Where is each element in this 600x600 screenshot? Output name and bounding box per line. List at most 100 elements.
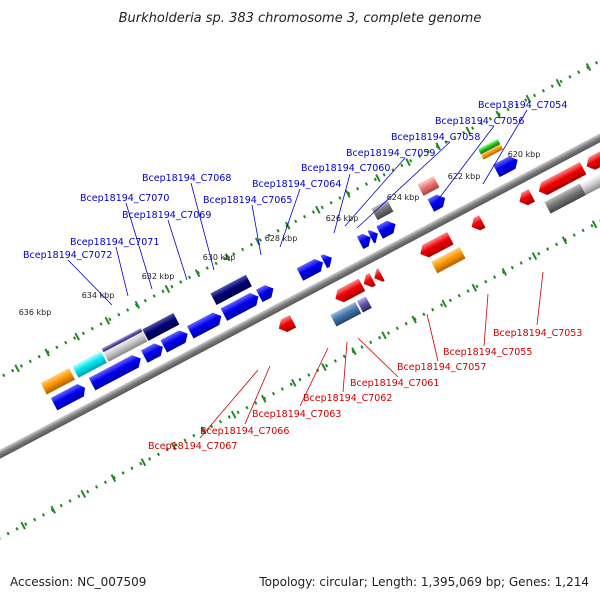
gene-arrow[interactable] [332, 278, 366, 305]
gene-arrow[interactable] [417, 231, 454, 260]
gene-box-top [101, 328, 143, 353]
gene-arrow[interactable] [367, 227, 381, 244]
gene-arrow[interactable] [50, 382, 88, 411]
ruler-tick [140, 458, 147, 467]
gene-arrow[interactable] [493, 154, 521, 178]
gene-box[interactable] [431, 246, 466, 274]
ruler-tick [291, 378, 297, 387]
gene-arrow[interactable] [256, 282, 277, 303]
gene-arrow[interactable] [296, 256, 327, 281]
gene-box[interactable] [371, 200, 394, 221]
gene-arrow[interactable] [427, 192, 449, 212]
gene-label[interactable]: Bcep18194_C7062 [303, 393, 392, 404]
ruler-tick [555, 78, 562, 87]
gene-label[interactable]: Bcep18194_C7071 [70, 237, 159, 248]
gene-box[interactable] [579, 169, 600, 196]
gene-label[interactable]: Bcep18194_C7068 [142, 173, 231, 184]
gene-label[interactable]: Bcep18194_C7059 [346, 148, 435, 159]
gene-arrow[interactable] [276, 315, 297, 335]
gene-box[interactable] [142, 313, 180, 341]
gene-box[interactable] [330, 301, 362, 327]
accession-text: Accession: NC_007509 [10, 575, 146, 589]
ruler-tick [134, 300, 141, 309]
genome-backbone [0, 77, 600, 505]
gene-arrow[interactable] [320, 252, 335, 269]
gene-label[interactable]: Bcep18194_C7056 [435, 116, 524, 127]
gene-box[interactable] [356, 296, 372, 313]
ruler-tick [591, 220, 598, 229]
gene-label[interactable]: Bcep18194_C7055 [443, 347, 532, 358]
gene-box[interactable] [544, 183, 586, 214]
gene-label[interactable]: Bcep18194_C7061 [350, 378, 439, 389]
forward-genes [40, 138, 521, 411]
ruler-tick [14, 364, 20, 373]
gene-box[interactable] [480, 144, 504, 160]
ruler-tick [471, 283, 478, 292]
gene-label[interactable]: Bcep18194_C7070 [80, 193, 169, 204]
gene-arrow[interactable] [160, 328, 190, 353]
gene-label[interactable]: Bcep18194_C7060 [301, 163, 390, 174]
ruler-label: 620 kbp [508, 150, 541, 159]
gene-label[interactable]: Bcep18194_C7057 [397, 362, 486, 373]
ruler-tick [441, 299, 447, 308]
forward-gene-labels: Bcep18194_C7054 Bcep18194_C7056 Bcep1819… [23, 100, 567, 306]
ruler-tick [531, 252, 538, 261]
gene-box[interactable] [102, 329, 148, 362]
gene-label[interactable]: Bcep18194_C7064 [252, 179, 341, 190]
ruler-label: 628 kbp [265, 234, 298, 243]
ruler-tick [495, 110, 502, 119]
ruler-tick [501, 267, 508, 276]
ruler-tick [230, 410, 237, 419]
gene-box[interactable] [477, 138, 501, 155]
lower-ruler-dots [0, 145, 600, 559]
gene-arrow[interactable] [88, 352, 144, 391]
ruler-label: 636 kbp [19, 308, 52, 317]
gene-arrow[interactable] [371, 268, 385, 284]
ruler-tick [525, 94, 532, 103]
gene-arrow[interactable] [356, 231, 374, 250]
gene-arrow[interactable] [220, 290, 262, 321]
gene-arrow[interactable] [376, 218, 398, 239]
ruler-tick [585, 63, 592, 72]
ruler-tick [170, 442, 177, 451]
ruler-tick [315, 205, 321, 214]
gene-arrow[interactable] [187, 310, 224, 339]
gene-label[interactable]: Bcep18194_C7066 [200, 426, 289, 437]
gene-arrow[interactable] [360, 273, 376, 290]
ruler-label: 626 kbp [326, 214, 359, 223]
ruler-tick [20, 521, 26, 530]
ruler-label: 624 kbp [387, 193, 420, 202]
gene-box[interactable] [72, 351, 107, 378]
gene-label[interactable]: Bcep18194_C7067 [148, 441, 237, 452]
ruler-label: 634 kbp [82, 291, 115, 300]
gene-arrow[interactable] [536, 162, 587, 198]
gene-box[interactable] [210, 274, 252, 305]
gene-label[interactable]: Bcep18194_C7065 [203, 195, 292, 206]
ruler-tick [50, 505, 56, 514]
gene-arrow[interactable] [583, 143, 600, 172]
gene-box[interactable] [40, 368, 76, 395]
gene-label[interactable]: Bcep18194_C7069 [122, 210, 211, 221]
gene-arrow[interactable] [141, 341, 166, 363]
ruler-tick [110, 474, 117, 483]
gene-arrow[interactable] [468, 215, 486, 233]
ruler-tick [561, 236, 568, 245]
ruler-tick [435, 142, 441, 151]
ruler-tick [381, 331, 387, 340]
gene-label[interactable]: Bcep18194_C7058 [391, 132, 480, 143]
gene-label[interactable]: Bcep18194_C7054 [478, 100, 567, 111]
ruler-tick [321, 363, 327, 372]
ruler-tick [411, 315, 417, 324]
ruler-label: 622 kbp [448, 172, 481, 181]
ruler-tick [104, 316, 111, 325]
reverse-genes [276, 143, 600, 335]
genome-summary-text: Topology: circular; Length: 1,395,069 bp… [258, 575, 589, 589]
ruler-tick [74, 332, 80, 341]
gene-label[interactable]: Bcep18194_C7053 [493, 328, 582, 339]
gene-box[interactable] [417, 175, 440, 196]
gene-label[interactable]: Bcep18194_C7063 [252, 409, 341, 420]
gene-arrow[interactable] [516, 189, 536, 208]
gene-label[interactable]: Bcep18194_C7072 [23, 250, 112, 261]
ruler-tick [465, 126, 471, 135]
